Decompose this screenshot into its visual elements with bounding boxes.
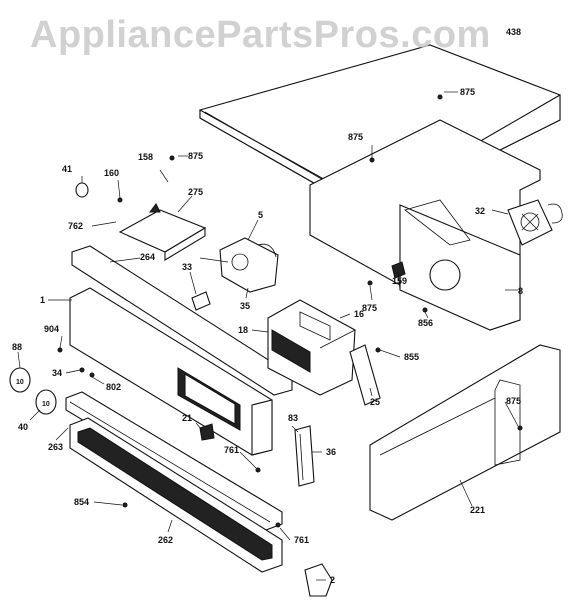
callout-263: 263 xyxy=(48,442,63,452)
fastener-screws xyxy=(57,94,523,528)
knob-40: 10 xyxy=(35,389,57,415)
callout-221: 221 xyxy=(470,505,485,515)
callout-875: 875 xyxy=(362,303,377,313)
knob-88: 10 xyxy=(9,367,31,393)
callout-16: 16 xyxy=(354,309,364,319)
callout-854: 854 xyxy=(74,497,89,507)
callout-2: 2 xyxy=(330,575,335,585)
bracket-275 xyxy=(118,203,207,261)
callout-855: 855 xyxy=(404,352,419,362)
callout-18: 18 xyxy=(238,325,248,335)
callout-36: 36 xyxy=(326,447,336,457)
callout-856: 856 xyxy=(418,318,433,328)
callout-438: 438 xyxy=(506,27,521,37)
callout-904: 904 xyxy=(44,324,59,334)
blower-fan xyxy=(507,199,563,246)
callout-1: 1 xyxy=(40,295,45,305)
callout-875: 875 xyxy=(348,132,363,142)
callout-761: 761 xyxy=(224,445,239,455)
control-board-16 xyxy=(267,299,381,406)
svg-text:10: 10 xyxy=(16,379,24,386)
callout-34: 34 xyxy=(52,368,62,378)
callout-264: 264 xyxy=(140,252,155,262)
control-panel-1 xyxy=(69,287,273,456)
callout-88: 88 xyxy=(12,342,22,352)
callout-802: 802 xyxy=(106,382,121,392)
callout-labels: 438 875 875 41 160 158 875 275 5 32 762 … xyxy=(12,27,523,585)
callout-875: 875 xyxy=(506,396,521,406)
callout-761: 761 xyxy=(294,535,309,545)
callout-159: 159 xyxy=(392,276,407,286)
callout-8: 8 xyxy=(518,286,523,296)
callout-158: 158 xyxy=(138,152,153,162)
rail-264 xyxy=(71,245,293,396)
svg-text:10: 10 xyxy=(42,401,50,408)
callout-5: 5 xyxy=(258,210,263,220)
callout-41: 41 xyxy=(62,164,72,174)
callout-160: 160 xyxy=(104,168,119,178)
callout-262: 262 xyxy=(158,535,173,545)
callout-25: 25 xyxy=(370,397,380,407)
bracket-36 xyxy=(294,425,315,487)
callout-21: 21 xyxy=(182,413,192,423)
trim-strip-263 xyxy=(65,391,283,531)
switch-33 xyxy=(191,291,211,311)
callout-875: 875 xyxy=(188,151,203,161)
callout-33: 33 xyxy=(182,262,192,272)
callout-875: 875 xyxy=(460,87,475,97)
timer-motor xyxy=(199,237,279,293)
callout-35: 35 xyxy=(240,301,250,311)
callout-32: 32 xyxy=(475,206,485,216)
vent-grille-262 xyxy=(69,417,283,573)
leader-lines xyxy=(17,91,519,581)
callout-83: 83 xyxy=(288,413,298,423)
callout-275: 275 xyxy=(188,187,203,197)
callout-762: 762 xyxy=(68,221,83,231)
rear-housing xyxy=(309,119,541,331)
callout-40: 40 xyxy=(18,422,28,432)
side-bracket-221 xyxy=(369,344,561,521)
site-watermark: AppliancePartsPros.com xyxy=(30,14,491,56)
